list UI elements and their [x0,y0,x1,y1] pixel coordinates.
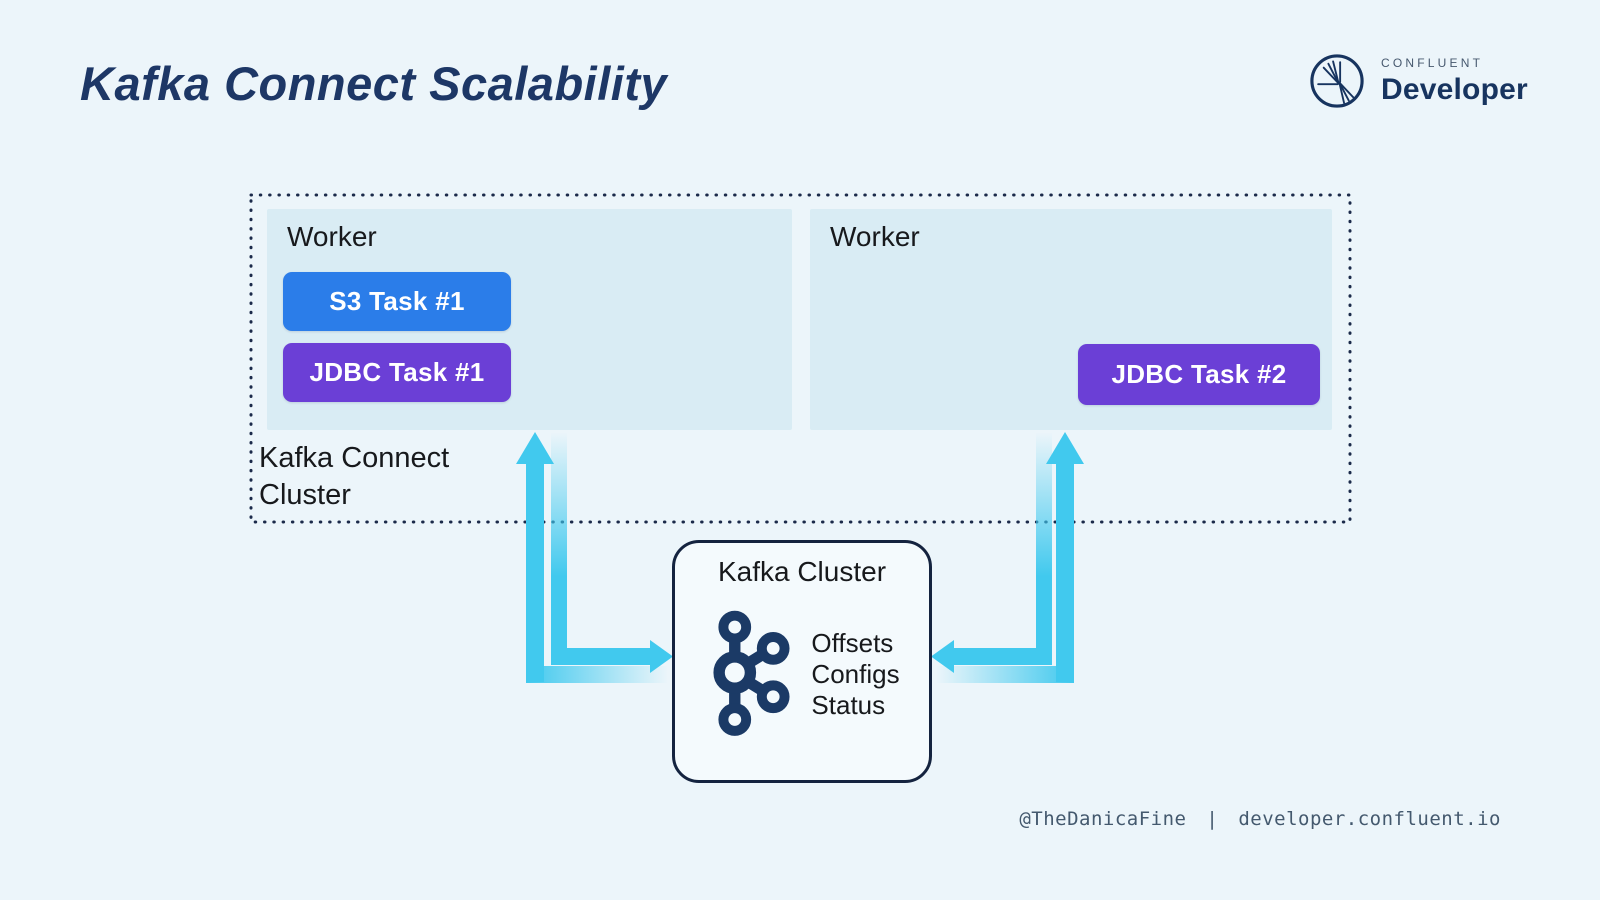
footer-separator: | [1206,808,1219,830]
task-jdbc-2-label: JDBC Task #2 [1111,359,1287,389]
kafka-item-offsets: Offsets [811,627,894,658]
kafka-item-status: Status [811,689,886,720]
footer-credit: @TheDanicaFine | developer.confluent.io [1015,808,1505,830]
logo-brand: CONFLUENT [1381,55,1484,70]
worker-1-label: Worker [287,221,377,252]
confluent-spark-icon [1310,54,1364,108]
logo-text: CONFLUENT Developer [1381,56,1528,107]
kafka-item-configs: Configs [811,658,900,689]
kafka-logo-icon [713,610,790,736]
connect-cluster-dotted-border [249,193,1352,524]
kafka-cluster-content: Offsets Configs Status [675,610,929,738]
kafka-cluster-items: Offsets Configs Status [811,628,899,721]
logo-product: Developer [1381,72,1528,106]
page-title: Kafka Connect Scalability [80,57,668,110]
confluent-developer-logo: CONFLUENT Developer [1308,52,1528,110]
kafka-cluster-title: Kafka Cluster [717,556,887,587]
worker-box-1: Worker S3 Task #1 JDBC Task #1 [267,209,792,430]
kafka-cluster-box: Kafka Cluster Offsets Configs Status [672,540,932,783]
task-jdbc-2: JDBC Task #2 [1078,344,1320,405]
task-jdbc-1-label: JDBC Task #1 [309,357,485,387]
task-s3-1: S3 Task #1 [283,272,511,331]
task-jdbc-1: JDBC Task #1 [283,343,511,402]
footer-handle: @TheDanicaFine [1019,808,1187,830]
footer-url: developer.confluent.io [1238,808,1501,830]
worker-2-label: Worker [830,221,920,252]
connect-cluster-label-line2: Cluster [259,479,351,511]
connect-cluster-label-line1: Kafka Connect [259,442,450,474]
connect-cluster-label: Kafka Connect Cluster [259,440,449,514]
worker-box-2: Worker JDBC Task #2 [810,209,1332,430]
task-s3-1-label: S3 Task #1 [329,286,465,316]
